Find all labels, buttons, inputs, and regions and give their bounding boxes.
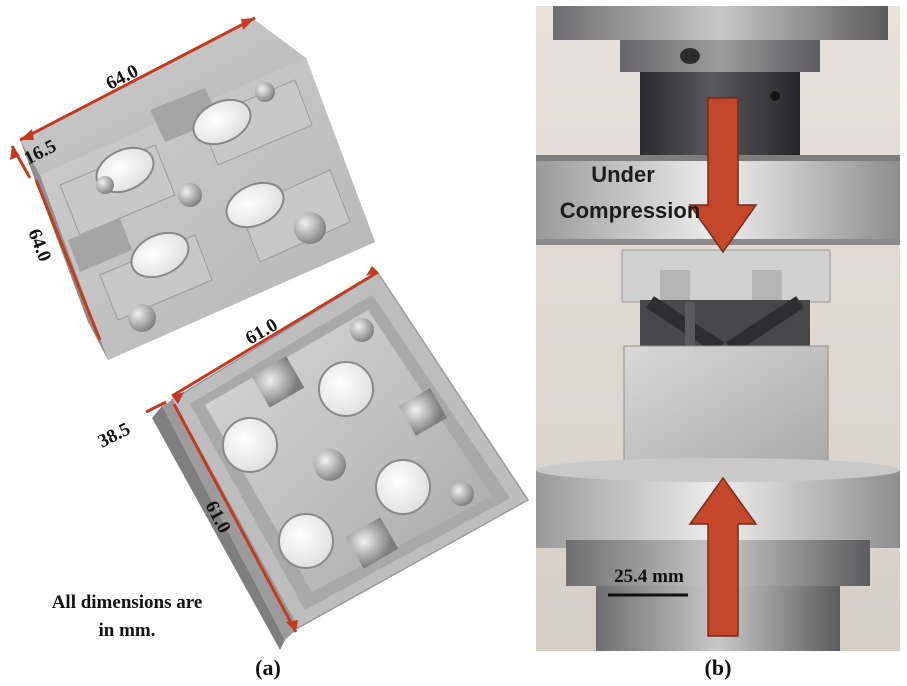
dim-bottom-depth-label: 38.5 — [95, 419, 134, 453]
panel-b-label: (b) — [705, 655, 732, 680]
dimension-lines — [10, 16, 379, 633]
dim-top-height-label: 64.0 — [23, 226, 55, 265]
units-note-line1: All dimensions are — [52, 592, 203, 613]
compression-arrows — [688, 97, 758, 637]
scale-bar-label: 25.4 mm — [614, 566, 684, 587]
panel-a-label: (a) — [255, 655, 281, 680]
arrow-up-icon — [688, 476, 758, 637]
bottom-part-model — [152, 271, 530, 650]
units-note-line2: in mm. — [99, 620, 156, 641]
top-part-model — [20, 20, 375, 360]
dimension-arrowheads — [10, 18, 378, 632]
caption-compression: Compression — [560, 198, 701, 223]
arrow-down-icon — [688, 97, 758, 254]
panel-a: 64.0 16.5 64.0 61.0 38.5 61.0 All dimens… — [10, 16, 530, 680]
caption-under: Under — [591, 162, 655, 187]
